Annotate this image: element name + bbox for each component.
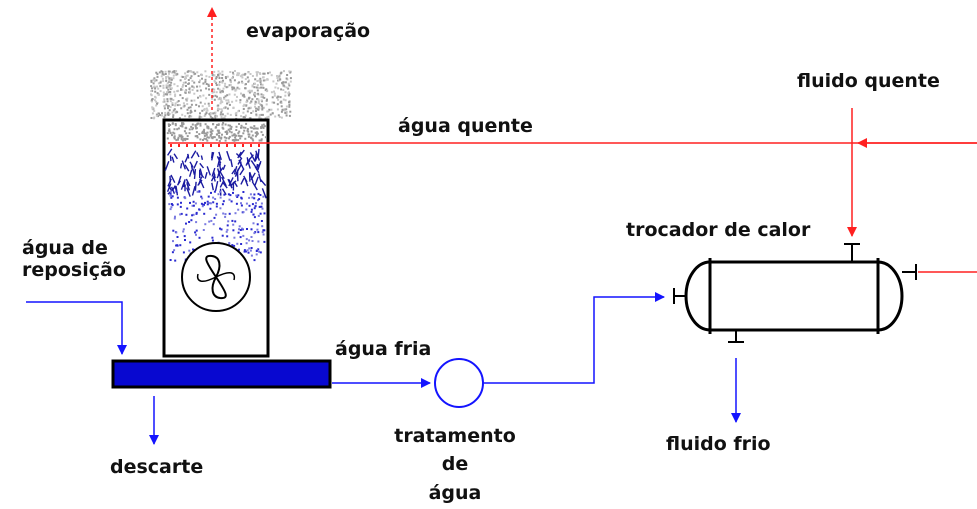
label-tratamento: tratamento bbox=[394, 425, 516, 447]
label-agua-de: água de bbox=[22, 237, 108, 259]
label-fluido-quente: fluido quente bbox=[797, 70, 940, 92]
label-trocador-de-calor: trocador de calor bbox=[626, 219, 811, 241]
water-basin bbox=[111, 359, 332, 389]
label-fluido-frio: fluido frio bbox=[666, 433, 771, 455]
tower-fill-pattern bbox=[166, 122, 267, 142]
label-agua: água bbox=[428, 482, 482, 504]
vapor-cloud bbox=[150, 70, 292, 120]
makeup-water-arrow bbox=[26, 301, 127, 355]
label-agua-quente: água quente bbox=[398, 115, 533, 137]
label-reposicao: reposição bbox=[22, 259, 126, 281]
heat-exchanger bbox=[673, 243, 917, 343]
label-descarte: descarte bbox=[110, 456, 204, 478]
label-evaporacao: evaporação bbox=[246, 20, 371, 42]
water-treatment-pump bbox=[434, 358, 484, 408]
label-de: de bbox=[441, 453, 469, 475]
fan-icon bbox=[181, 242, 251, 312]
treated-water-line bbox=[484, 292, 665, 384]
label-agua-fria: água fria bbox=[335, 338, 432, 360]
